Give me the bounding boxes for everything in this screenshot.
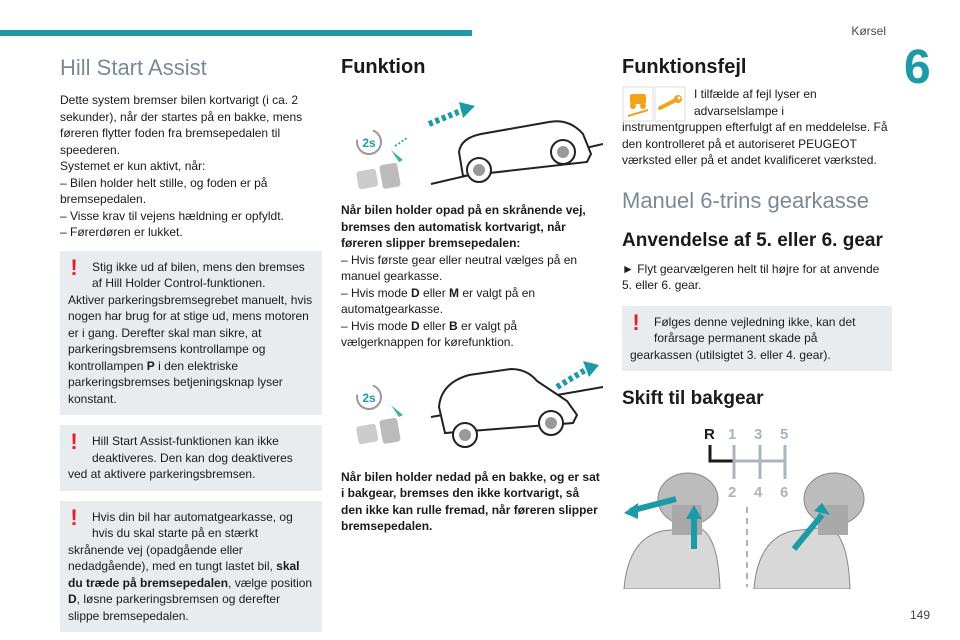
warning-box: ! Stig ikke ud af bilen, mens den bremse… xyxy=(60,250,322,415)
warning-text: Hvis din bil har automatgearkasse, og hv… xyxy=(92,509,293,541)
warning-icon: ! xyxy=(632,309,640,335)
warning-box: ! Hvis din bil har automatgearkasse, og … xyxy=(60,500,322,632)
arrow-icon xyxy=(427,107,465,127)
downhill-illustration: 2s xyxy=(356,360,603,448)
pedal-icon xyxy=(356,137,408,190)
section-title-reverse: Skift til bakgear xyxy=(622,388,764,409)
uphill-item: – Hvis første gear eller neutral vælges … xyxy=(341,252,578,284)
gear-knob-right xyxy=(753,472,865,589)
gear-label-4: 4 xyxy=(754,484,763,501)
column-hill-start-assist: Hill Start Assist Dette system bremser b… xyxy=(60,54,322,640)
fault-icons xyxy=(622,86,686,122)
section-title-hill-start: Hill Start Assist xyxy=(60,55,207,80)
timer-badge: 2s xyxy=(362,136,376,150)
warning-icon: ! xyxy=(70,429,78,454)
chapter-number: 6 xyxy=(904,41,931,94)
warning-text-cont: Aktiver parkeringsbremsegrebet manuelt, … xyxy=(68,292,313,406)
gear-label-2: 2 xyxy=(728,484,736,501)
fault-text-cont: instrumentgruppen efterfulgt af en medde… xyxy=(622,120,888,167)
arrow-icon xyxy=(555,365,589,390)
warning-text-cont: skrånende vej (opadgående eller nedadgåe… xyxy=(68,542,313,623)
wrench-warning-icon xyxy=(654,86,686,122)
fault-block: I tilfælde af fejl lyser en advarselslam… xyxy=(622,86,892,169)
section-title-fault: Funktionsfejl xyxy=(622,56,747,78)
downhill-heading: Når bilen holder nedad på en bakke, og e… xyxy=(341,469,600,534)
gear-pattern-diagram: R 1 3 5 2 4 6 xyxy=(704,426,788,587)
condition-item: – Førerdøren er lukket. xyxy=(60,225,183,239)
warning-text: Følges denne vejledning ikke, kan det fo… xyxy=(654,314,856,346)
uphill-item: – Hvis mode D eller M er valgt på en aut… xyxy=(341,285,536,317)
header-accent-bar xyxy=(0,30,472,36)
column-funktion: Funktion 2s Når bilen holder opad på en … xyxy=(341,54,603,535)
warning-text: Stig ikke ud af bilen, mens den bremses … xyxy=(92,259,305,291)
section-title-funktion: Funktion xyxy=(341,56,426,78)
section-label: Kørsel xyxy=(851,24,886,38)
warning-icon: ! xyxy=(70,504,78,530)
hill-assist-warning-icon xyxy=(622,86,654,122)
section-title-gearbox: Manuel 6-trins gearkasse xyxy=(622,187,870,213)
column-faults-gearbox: Funktionsfejl I tilfælde af fejl l xyxy=(622,54,892,589)
reverse-gear-illustration: R 1 3 5 2 4 6 xyxy=(623,426,865,589)
fault-text: I tilfælde af fejl lyser en advarselslam… xyxy=(694,87,817,118)
pedal-icon xyxy=(356,404,403,444)
gear-label-1: 1 xyxy=(728,426,736,443)
warning-box: ! Følges denne vejledning ikke, kan det … xyxy=(622,305,892,371)
gear-knob-left xyxy=(623,472,721,589)
intro-condition-heading: Systemet er kun aktivt, når: xyxy=(60,159,206,173)
gear-label-3: 3 xyxy=(754,426,762,443)
uphill-illustration: 2s xyxy=(356,102,603,190)
uphill-heading: Når bilen holder opad på en skrånende ve… xyxy=(341,203,586,250)
page-number: 149 xyxy=(909,608,930,622)
gear56-instruction: ► Flyt gearvælgeren helt til højre for a… xyxy=(622,261,880,293)
uphill-item: – Hvis mode D eller B er valgt på vælger… xyxy=(341,318,518,350)
timer-badge: 2s xyxy=(362,391,376,405)
section-title-gear56: Anvendelse af 5. eller 6. gear xyxy=(622,229,883,251)
intro-paragraph: Dette system bremser bilen kortvarigt (i… xyxy=(60,93,303,157)
condition-item: – Bilen holder helt stille, og foden er … xyxy=(60,175,268,207)
condition-item: – Visse krav til vejens hældning er opfy… xyxy=(60,208,284,223)
gear-label-6: 6 xyxy=(780,484,788,501)
car-icon xyxy=(437,367,579,448)
gear-label-5: 5 xyxy=(780,426,788,443)
car-icon xyxy=(457,120,593,183)
warning-icon: ! xyxy=(70,254,78,280)
gear-label-r: R xyxy=(704,426,715,443)
warning-text-cont: gearkassen (utilsigtet 3. eller 4. gear)… xyxy=(630,347,831,362)
warning-text: Hill Start Assist-funktionen kan ikke de… xyxy=(92,434,293,465)
warning-box: ! Hill Start Assist-funktionen kan ikke … xyxy=(60,425,322,491)
warning-text-cont: ved at aktivere parkeringsbremsen. xyxy=(68,467,256,481)
